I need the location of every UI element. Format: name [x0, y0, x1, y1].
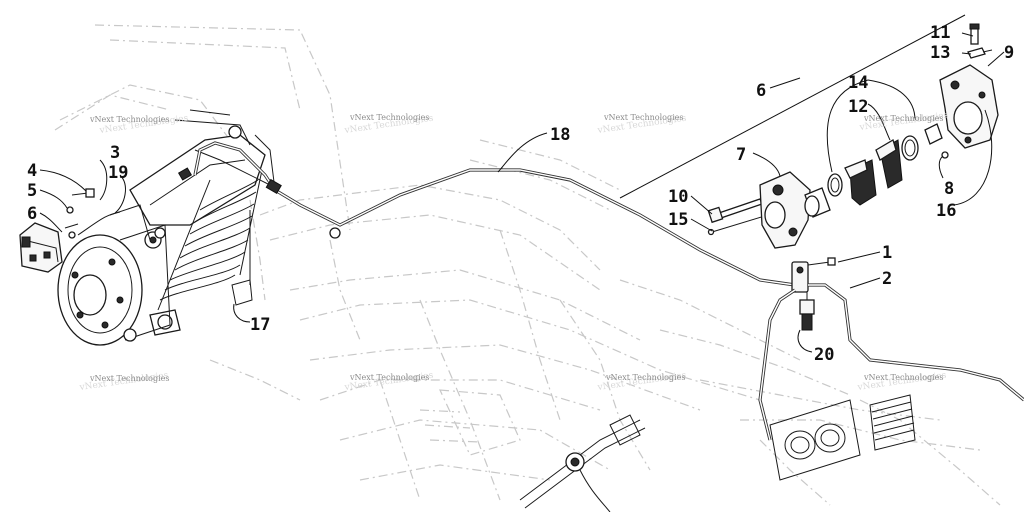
caliper-body-7 [759, 171, 811, 249]
callout-8: 8 [944, 179, 954, 199]
watermark: vNext Technologies [89, 374, 169, 383]
callout-6-top: 6 [756, 81, 766, 101]
callout-5: 5 [27, 181, 37, 201]
watermark: vNext Technologies [605, 373, 685, 382]
pin-15 [711, 214, 769, 233]
leader-lines [39, 32, 1005, 353]
junction-block [791, 257, 836, 293]
bushing [924, 123, 943, 145]
callout-10: 10 [668, 187, 688, 207]
callout-17: 17 [250, 315, 270, 335]
exploded-caliper-assembly [619, 14, 999, 249]
nut-8 [941, 151, 949, 159]
headlight-cluster [769, 394, 916, 481]
rear-line [758, 288, 796, 441]
watermark: vNext Technologies [603, 113, 683, 122]
callout-2: 2 [882, 269, 892, 289]
coil-spring [157, 169, 263, 311]
watermark: vNext Technologies [863, 114, 943, 123]
wheel-hub [57, 204, 171, 346]
grille [869, 394, 916, 451]
callout-16: 16 [936, 201, 956, 221]
callout-13: 13 [930, 43, 950, 63]
left-short-hose [77, 211, 121, 236]
callout-7: 7 [736, 145, 746, 165]
callout-15: 15 [668, 210, 688, 230]
callout-9: 9 [1004, 43, 1014, 63]
callout-4: 4 [27, 161, 37, 181]
front-suspension [57, 109, 276, 346]
left-brake-caliper [19, 222, 63, 273]
seal-ring-12 [901, 135, 919, 161]
callout-20: 20 [814, 345, 834, 365]
brake-light-switch [799, 292, 815, 331]
left-caliper-bolts [64, 188, 95, 239]
callout-19: 19 [108, 163, 128, 183]
watermark: vNext Technologies [349, 373, 429, 382]
brake-pads [844, 139, 903, 206]
watermark: vNext Technologies [349, 113, 429, 122]
bleeder-screw [967, 23, 993, 59]
brake-line-18 [177, 141, 796, 287]
callout-labels: 11 13 9 6 14 12 18 7 8 16 10 15 3 19 4 5… [27, 23, 1014, 365]
piston [804, 187, 831, 218]
caliper-bracket-16 [939, 64, 999, 149]
watermark: vNext Technologies [89, 115, 169, 124]
seal-ring [827, 173, 843, 197]
callout-1: 1 [882, 243, 892, 263]
callout-6-left: 6 [27, 204, 37, 224]
handlebar-assembly [519, 414, 646, 512]
callout-3: 3 [110, 143, 120, 163]
callout-12: 12 [848, 97, 868, 117]
watermark: vNext Technologies [863, 373, 943, 382]
callout-11: 11 [930, 23, 950, 43]
callout-18: 18 [550, 125, 570, 145]
callout-14: 14 [848, 73, 868, 93]
brake-line-2 [808, 283, 1024, 402]
